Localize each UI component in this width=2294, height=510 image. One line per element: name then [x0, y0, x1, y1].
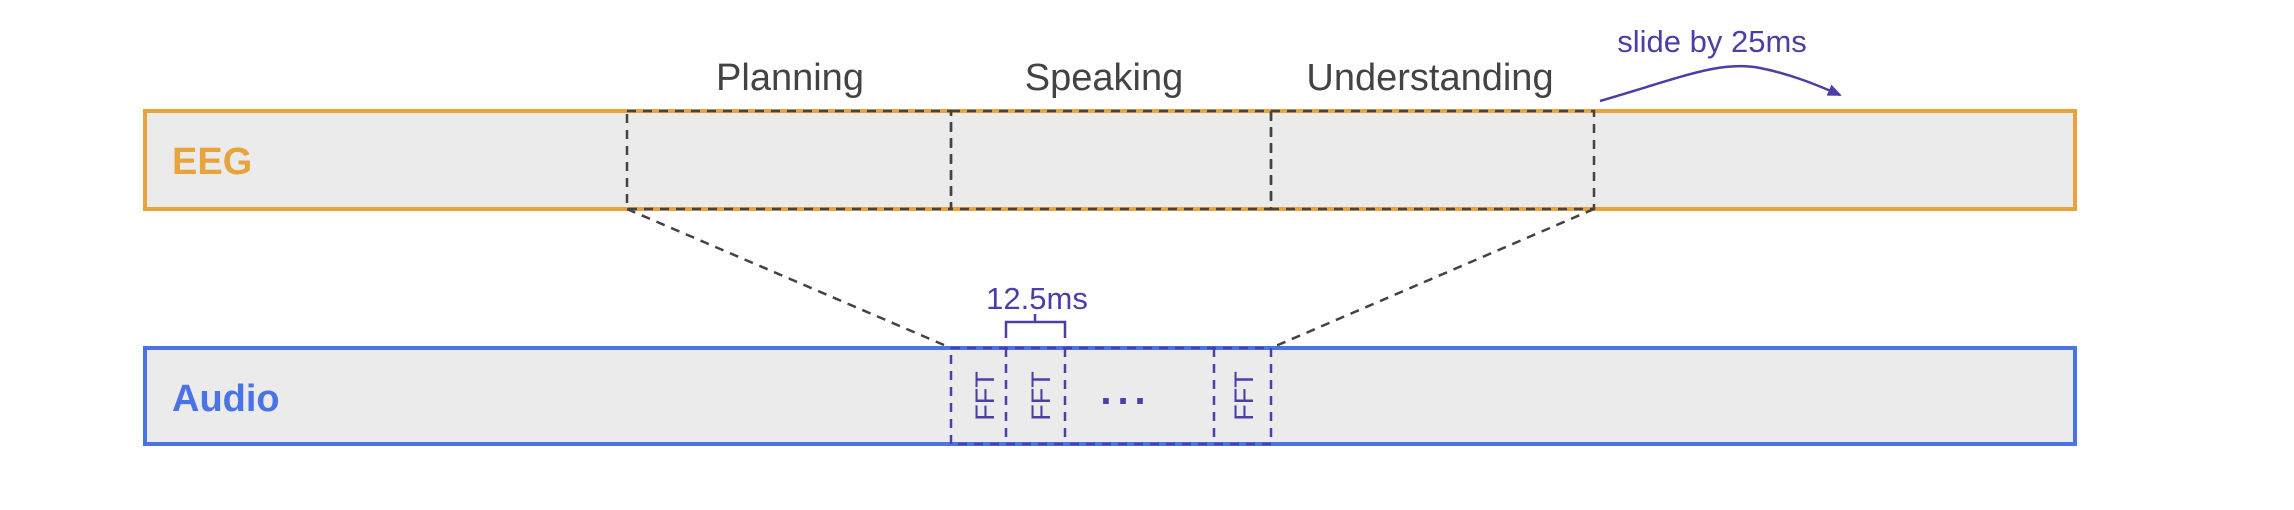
eeg-window: [625, 109, 1596, 211]
slide-arrow: [1599, 64, 1842, 103]
hop-bracket: [1004, 314, 1067, 338]
audio-window-frame: [949, 346, 1273, 446]
fft-frame-label-2: FFT: [1026, 371, 1056, 420]
projection-line-left: [626, 207, 952, 350]
phase-label-understanding: Understanding: [1306, 57, 1553, 99]
fft-frame-label-1: FFT: [970, 371, 1000, 420]
audio-window: [949, 346, 1273, 446]
fft-frame-label-3: FFT: [1229, 371, 1259, 420]
projection-line-right: [1270, 207, 1595, 350]
eeg-track-label: EEG: [172, 141, 252, 183]
audio-track: [143, 346, 2077, 446]
eeg-track: [143, 109, 2077, 211]
fft-ellipsis: ...: [1100, 369, 1151, 413]
understanding-segment: [1269, 109, 1596, 211]
audio-track-label: Audio: [172, 378, 280, 420]
hop-annotation: 12.5ms: [986, 281, 1088, 316]
phase-label-speaking: Speaking: [1025, 57, 1183, 99]
projection-lines: [626, 207, 1595, 350]
phase-label-planning: Planning: [716, 57, 864, 99]
slide-annotation: slide by 25ms: [1617, 24, 1807, 59]
